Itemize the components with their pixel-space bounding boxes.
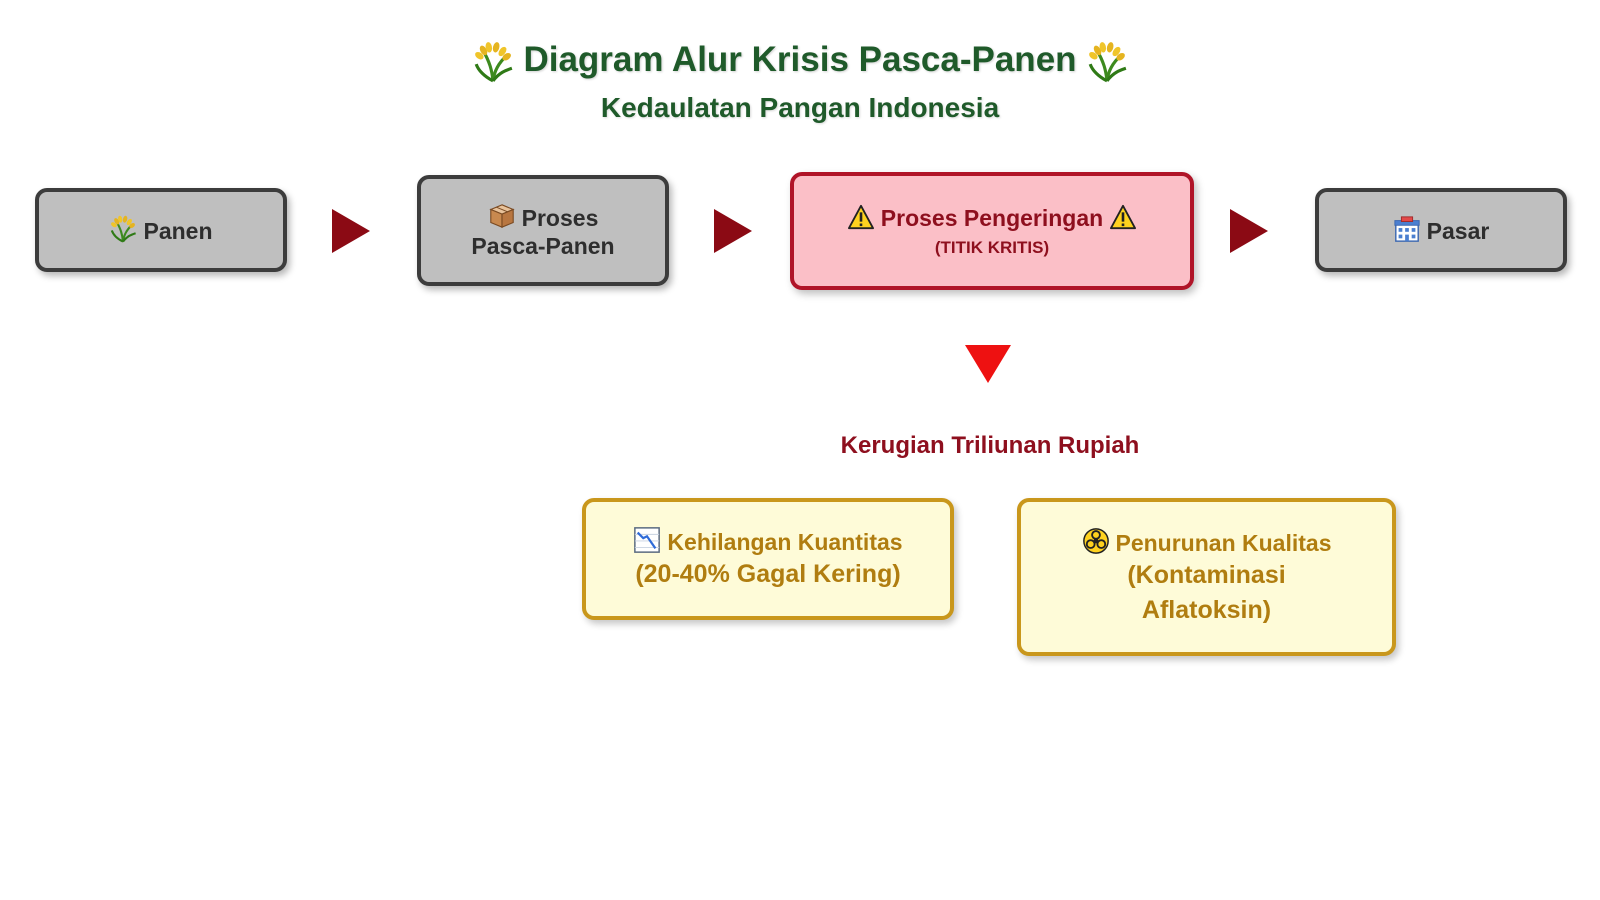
flow-arrow-2 (714, 209, 752, 253)
impact-quantity-line1-row: Kehilangan Kuantitas (633, 526, 903, 557)
flow-arrow-3 (1230, 209, 1268, 253)
critical-point-note: (TITIK KRITIS) (934, 238, 1050, 257)
step-panen-label: Panen (143, 218, 213, 244)
package-box-icon (488, 202, 516, 230)
step-pasar-label-row: Pasar (1393, 215, 1490, 245)
warning-icon (1109, 204, 1137, 230)
impact-quality-line1: Penurunan Kualitas (1115, 529, 1332, 556)
impact-quantity-loss: Kehilangan Kuantitas (20-40% Gagal Kerin… (582, 498, 954, 620)
step-pengeringan-label: Proses Pengeringan (880, 205, 1104, 231)
impact-quality-line2: (Kontaminasi (1127, 560, 1286, 589)
diagram-title: Diagram Alur Krisis Pasca-Panen (0, 40, 1600, 83)
impact-quantity-line1: Kehilangan Kuantitas (667, 529, 903, 555)
rice-plant-icon (109, 215, 137, 243)
impact-quality-decline: Penurunan Kualitas (Kontaminasi Aflatoks… (1017, 498, 1396, 656)
impact-arrow-down (965, 345, 1011, 383)
diagram-title-text: Diagram Alur Krisis Pasca-Panen (523, 40, 1077, 79)
impact-quality-line3: Aflatoksin) (1141, 595, 1272, 624)
rice-plant-icon (472, 41, 514, 83)
step-pengeringan-label-row: Proses Pengeringan (847, 204, 1137, 232)
step-pasca-panen-line2: Pasca-Panen (471, 232, 615, 259)
step-panen-label-row: Panen (109, 215, 213, 245)
chart-decreasing-icon (633, 526, 661, 554)
warning-icon (847, 204, 875, 230)
step-panen: Panen (35, 188, 287, 272)
impact-quality-line1-row: Penurunan Kualitas (1082, 527, 1332, 558)
step-pasca-panen: Proses Pasca-Panen (417, 175, 669, 286)
biohazard-icon (1082, 527, 1110, 555)
step-pasca-panen-line1: Proses (521, 204, 599, 231)
step-pasar: Pasar (1315, 188, 1567, 272)
impact-quantity-line2: (20-40% Gagal Kering) (635, 560, 901, 588)
loss-label: Kerugian Triliunan Rupiah (840, 432, 1140, 459)
step-pengeringan-critical: Proses Pengeringan (TITIK KRITIS) (790, 172, 1194, 290)
market-building-icon (1393, 215, 1421, 243)
step-pasca-panen-line1-row: Proses (488, 202, 599, 232)
step-pasar-label: Pasar (1426, 218, 1490, 244)
rice-plant-icon (1086, 41, 1128, 83)
diagram-subtitle: Kedaulatan Pangan Indonesia (600, 92, 1000, 123)
flow-arrow-1 (332, 209, 370, 253)
